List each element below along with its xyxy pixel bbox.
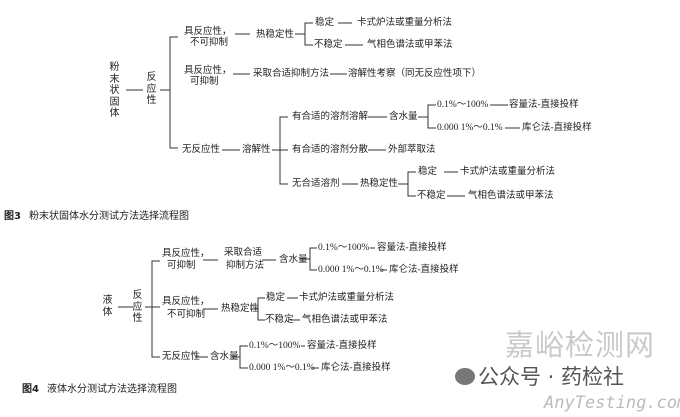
node-inhibit-method: 采取合适 [224, 248, 263, 258]
caption-text: 液体水分测试方法选择流程图 [46, 384, 177, 395]
node-no-solvent: 无合适溶剂 [292, 179, 340, 189]
caption-number: 图4 [22, 384, 39, 395]
node-reactive-uninhibitable-2: 不可抑制 [190, 38, 229, 48]
node-method: 卡式炉法或重量分析法 [299, 293, 395, 303]
watermark-url: AnyTesting.com [544, 393, 680, 413]
node-thermal-stability: 热稳定性 [256, 30, 295, 40]
figure-3-caption: 图3 粉末状固体水分测试方法选择流程图 [4, 207, 189, 222]
wechat-icon [455, 368, 475, 385]
node-method: 卡式炉法或重量分析法 [357, 18, 453, 28]
node-stable: 稳定 [266, 293, 286, 303]
figure-4-caption: 图4 液体水分测试方法选择流程图 [22, 380, 177, 395]
node-reactive-uninhibitable-2: 不可抑制 [167, 310, 206, 320]
node-stable: 稳定 [315, 18, 335, 28]
root-node: 液体 [102, 295, 113, 318]
node-method: 库仑法-直接投样 [321, 363, 391, 373]
node-method: 库仑法-直接投样 [522, 123, 592, 133]
node-non-reactive: 无反应性 [162, 352, 201, 362]
node-reactive-uninhibitable: 具反应性， [184, 27, 232, 37]
node-method: 容量法-直接投样 [377, 243, 447, 253]
node-solubility: 溶解性 [242, 145, 271, 155]
node-reactive-inhibitable: 具反应性， [184, 66, 232, 76]
node-range-low: 0.000 1%～0.1% [318, 265, 384, 275]
node-method: 容量法-直接投样 [509, 100, 579, 110]
node-range-high: 0.1%～100% [437, 100, 489, 110]
node-stable: 稳定 [418, 167, 438, 177]
node-unstable: 不稳定 [417, 191, 446, 201]
node-inhibit-method: 采取合适抑制方法 [253, 69, 330, 79]
reactivity-node: 反应性 [132, 290, 143, 324]
node-solvent-dissolve: 有合适的溶剂溶解 [292, 112, 369, 122]
node-method: 容量法-直接投样 [307, 341, 377, 351]
node-water-content: 含水量 [210, 352, 239, 362]
node-reactive-inhibitable-2: 可抑制 [167, 261, 196, 271]
root-node: 粉末状固体 [109, 62, 120, 119]
node-range-low: 0.000 1%～0.1% [249, 363, 315, 373]
node-reactive-inhibitable-2: 可抑制 [190, 77, 219, 87]
node-solvent-disperse: 有合适的溶剂分散 [292, 145, 369, 155]
node-method: 气相色谱法或甲苯法 [367, 40, 453, 50]
watermark-wechat: 公众号 · 药检社 [478, 365, 625, 389]
watermark-site: 嘉峪检测网 [505, 328, 656, 362]
node-method: 库仑法-直接投样 [389, 265, 459, 275]
node-water-content: 含水量 [279, 255, 308, 265]
node-solubility-check: 溶解性考察（同无反应性项下） [348, 69, 482, 79]
node-water-content: 含水量 [389, 112, 418, 122]
node-method: 气相色谱法或甲苯法 [468, 191, 554, 201]
node-method: 卡式炉法或重量分析法 [460, 167, 556, 177]
node-range-high: 0.1%～100% [318, 243, 370, 253]
node-inhibit-method-2: 抑制方法 [226, 261, 265, 271]
node-method: 外部萃取法 [388, 145, 436, 155]
caption-number: 图3 [4, 211, 21, 222]
node-range-low: 0.000 1%～0.1% [437, 123, 503, 133]
node-reactive-uninhibitable: 具反应性， [162, 297, 210, 307]
node-thermal-stability: 热稳定性 [221, 304, 260, 314]
node-method: 气相色谱法或甲苯法 [302, 315, 388, 325]
node-unstable: 不稳定 [314, 40, 343, 50]
node-unstable: 不稳定 [265, 315, 294, 325]
node-reactive-inhibitable: 具反应性， [162, 249, 210, 259]
node-non-reactive: 无反应性 [182, 145, 221, 155]
node-thermal-stability: 热稳定性 [360, 179, 399, 189]
caption-text: 粉末状固体水分测试方法选择流程图 [28, 211, 189, 222]
reactivity-node: 反应性 [146, 72, 157, 106]
node-range-high: 0.1%～100% [249, 341, 301, 351]
